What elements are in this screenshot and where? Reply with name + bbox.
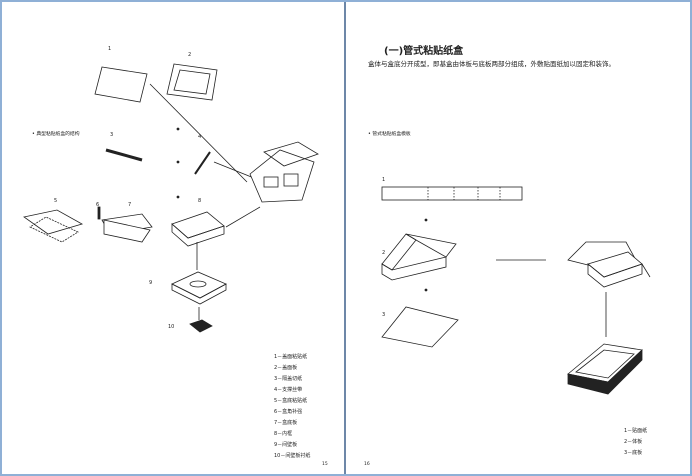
legend-item: 5－盒底粘贴纸: [274, 398, 308, 404]
legend-item: 9－间壁板: [274, 442, 298, 448]
part-number: 6: [96, 202, 100, 208]
part-number: 2: [382, 250, 386, 256]
diagram-caption: • 管式粘贴纸盒模板: [368, 132, 411, 137]
legend-item: 2－盖面板: [274, 365, 298, 371]
part-number: 3: [382, 312, 386, 318]
page-number: 16: [364, 462, 370, 467]
part-number: 1: [108, 46, 112, 52]
parts-legend: 1－盖面粘贴纸 2－盖面板 3－隔盖切纸 4－支撑丝带 5－盒底粘贴纸 6－盒角…: [274, 352, 310, 462]
part-number: 2: [188, 52, 192, 58]
part-number: 9: [149, 280, 153, 286]
part-number: 7: [128, 202, 132, 208]
right-page: (一)管式粘贴纸盒 盒体与盒底分开成型，即基盒由体板与底板两部分组成，外敷贴面纸…: [346, 2, 690, 474]
box-structure-diagram: [23, 63, 319, 333]
legend-item: 2－体板: [624, 439, 643, 445]
legend-item: 3－隔盖切纸: [274, 376, 303, 382]
page-number: 15: [322, 462, 328, 467]
part-number: 3: [110, 132, 114, 138]
body-text: 盒体与盒底分开成型，即基盒由体板与底板两部分组成，外敷贴面纸加以固定和装饰。: [368, 60, 615, 68]
legend-item: 8－内框: [274, 431, 293, 437]
tube-box-template-diagram: [381, 186, 651, 395]
legend-item: 7－盒底板: [274, 420, 298, 426]
page-gutter: [344, 2, 346, 474]
legend-item: 3－底板: [624, 450, 643, 456]
parts-legend: 1－贴面纸 2－体板 3－底板: [624, 426, 647, 459]
legend-item: 10－间壁板衬纸: [274, 453, 311, 459]
diagram-caption: • 典型粘贴纸盒的结构: [32, 132, 80, 137]
legend-item: 6－盒角补强: [274, 409, 303, 415]
part-number: 8: [198, 198, 202, 204]
part-number: 4: [198, 134, 202, 140]
legend-item: 1－贴面纸: [624, 428, 648, 434]
part-number: 1: [382, 177, 386, 183]
section-title: (一)管式粘贴纸盒: [384, 46, 464, 57]
legend-item: 1－盖面粘贴纸: [274, 354, 308, 360]
part-number: 10: [168, 324, 175, 330]
left-page: 1 2 3 4 5 6 7 8 9 10 • 典型粘贴纸盒的结构 1－盖面粘贴纸…: [2, 2, 345, 474]
part-number: 5: [54, 198, 58, 204]
legend-item: 4－支撑丝带: [274, 387, 303, 393]
